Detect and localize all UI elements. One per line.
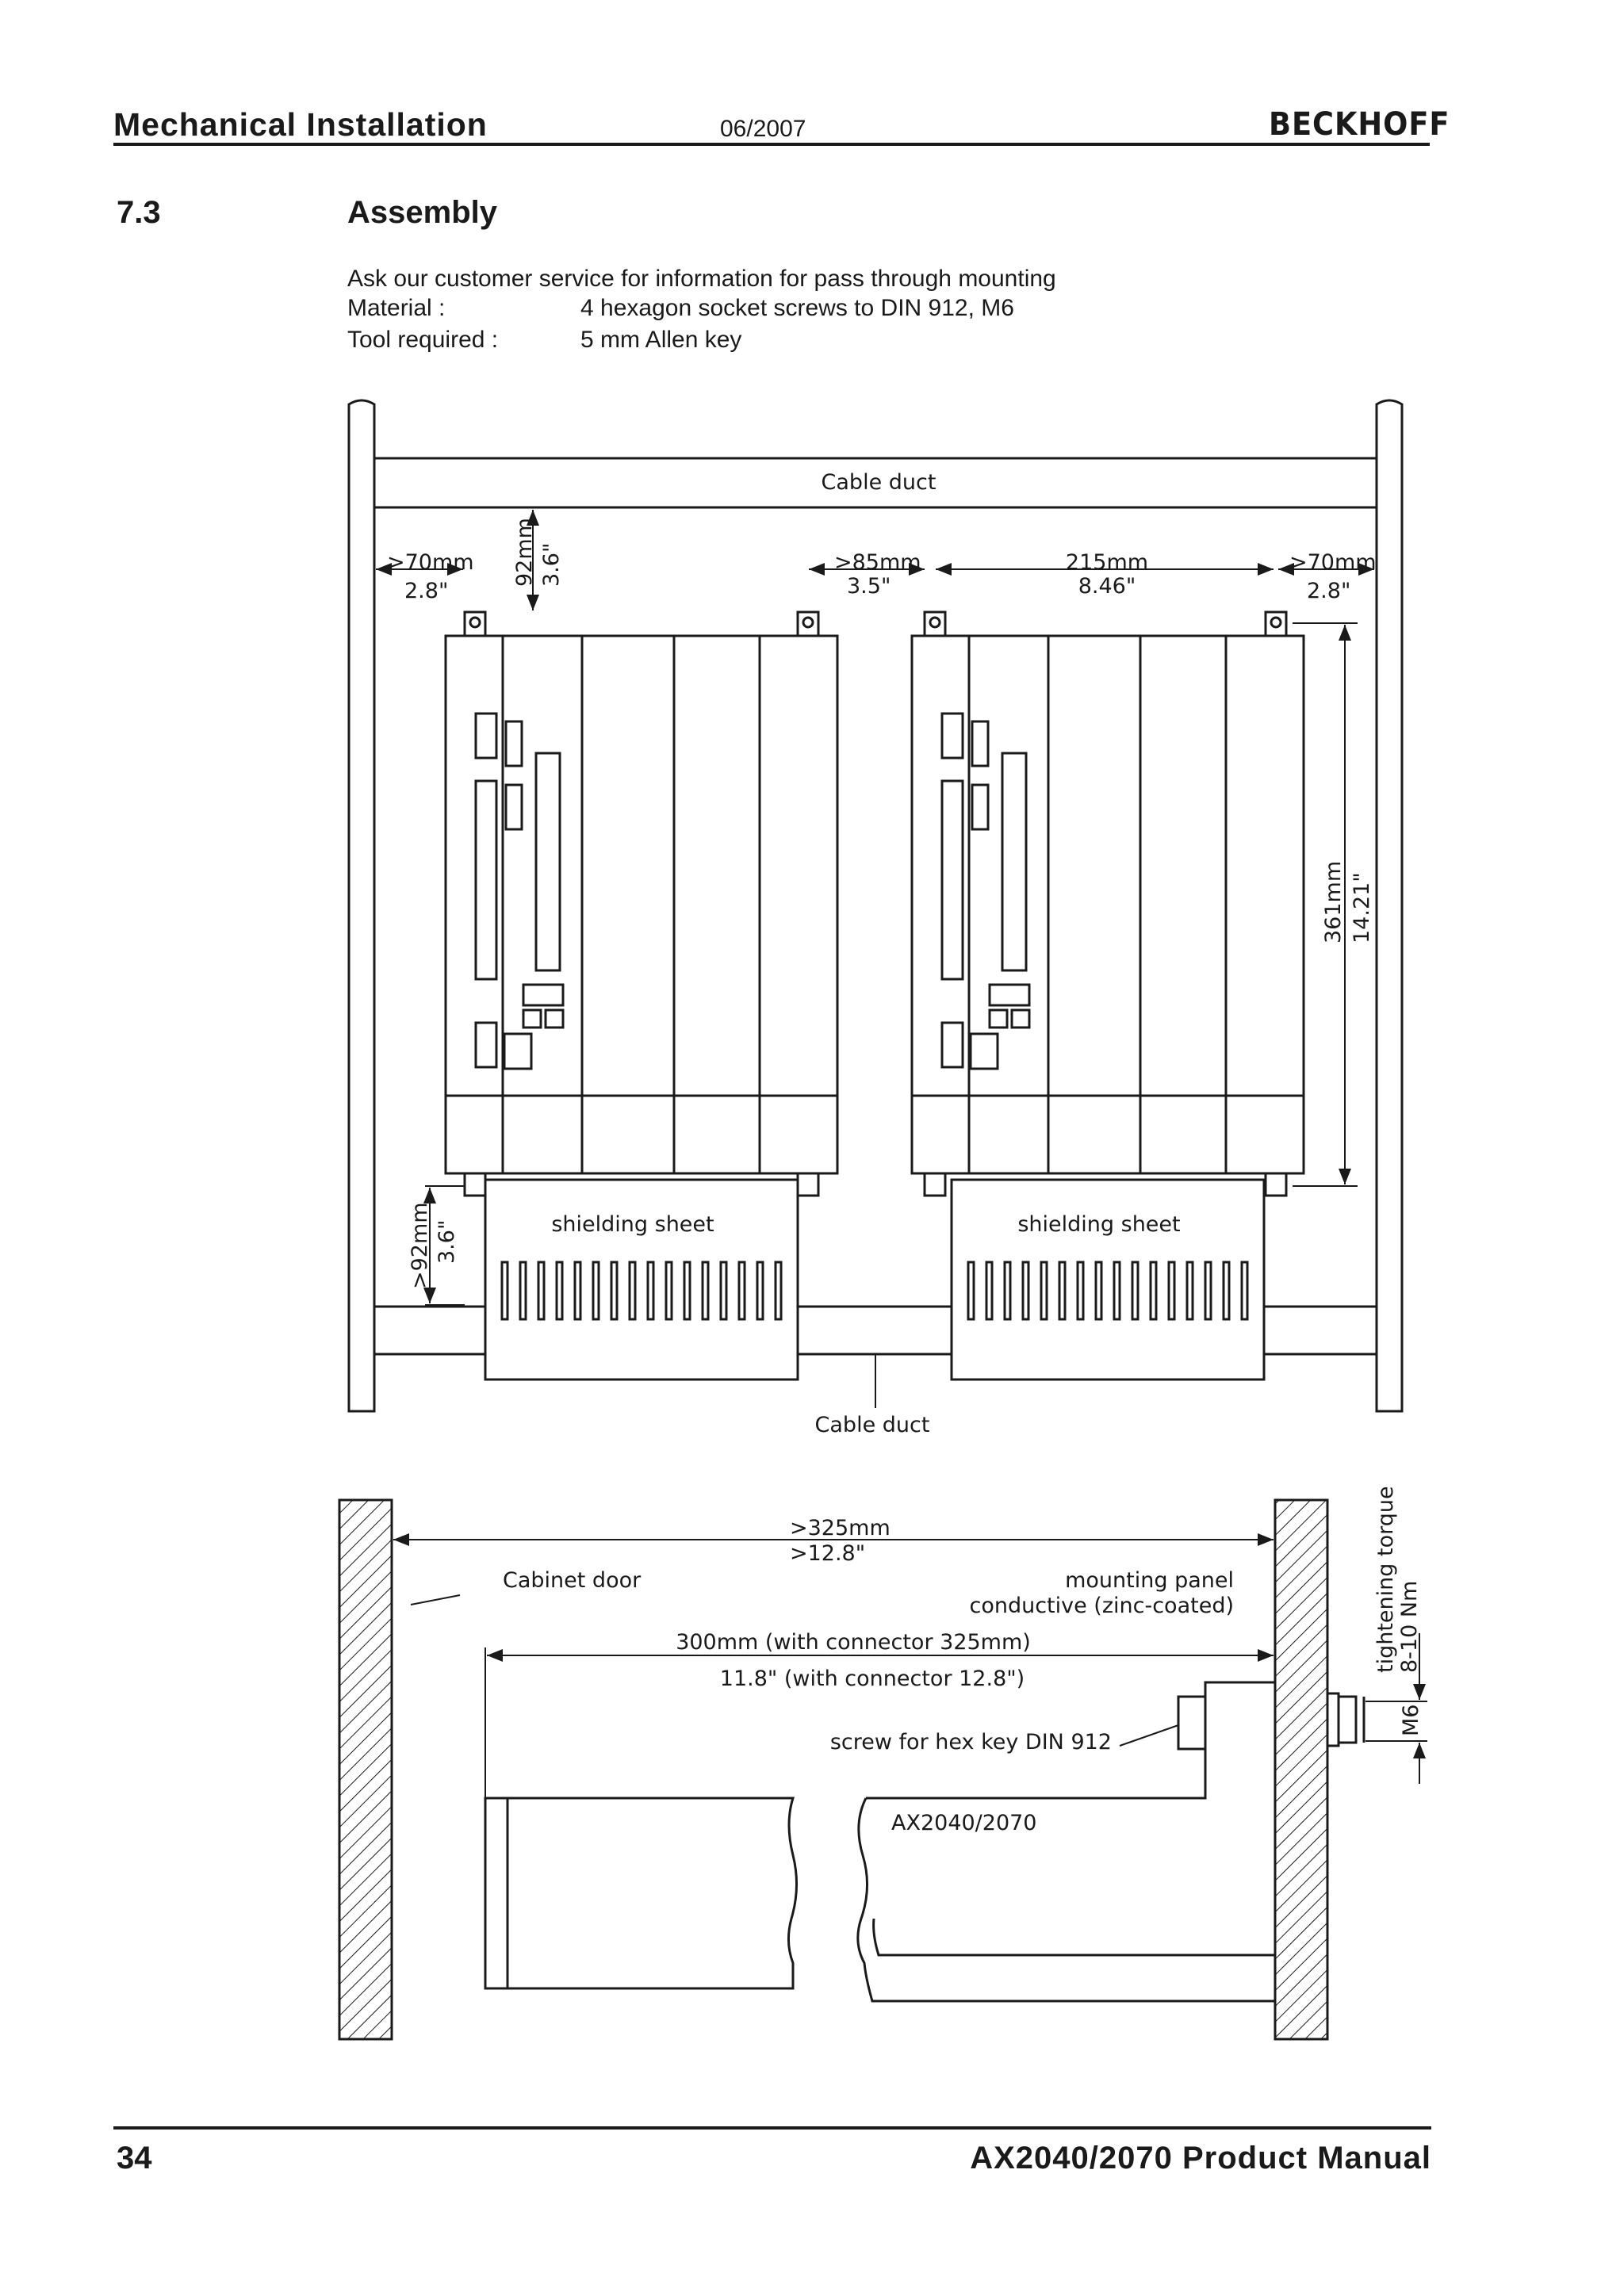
model-label: AX2040/2070 [891,1811,1037,1835]
conductive-label: conductive (zinc-coated) [969,1594,1234,1618]
tool-row: Tool required : 5 mm Allen key [347,327,741,354]
shielding-sheet-left-label: shielding sheet [551,1212,714,1237]
intro-text: Ask our customer service for information… [347,266,1056,292]
dim-door-mm: >325mm [790,1516,891,1540]
top-cable-duct [373,457,1378,509]
tool-label: Tool required : [347,327,499,353]
amplifier-module-left [444,610,839,1381]
right-rail [1375,399,1404,1413]
thread-label: M6 [1399,1705,1423,1736]
section-number: 7.3 [117,195,161,230]
section-title: Assembly [347,195,497,230]
dim-left-in: 2.8" [404,579,448,603]
amplifier-front-part [484,1797,798,1990]
material-row: Material : 4 hexagon socket screws to DI… [347,295,1014,322]
cabinet-door-label: Cabinet door [503,1568,642,1593]
torque-label: tightening torque [1373,1486,1398,1673]
dim-gap-mm: >85mm [834,550,921,575]
dim-bottom-mm: >92mm [408,1202,432,1289]
cabinet-door [338,1498,393,2041]
material-label: Material : [347,295,446,321]
side-view-diagram [338,1498,1427,2041]
dim-right-mm: >70mm [1289,550,1377,575]
amplifier-module-right [910,610,1305,1381]
vent-slots-left [500,1261,783,1321]
footer-title: AX2040/2070 Product Manual [970,2141,1431,2175]
mounting-panel-label: mounting panel [1065,1568,1234,1593]
mounting-panel [1274,1498,1329,2041]
left-rail [347,399,376,1413]
cable-duct-top-label: Cable duct [822,470,936,495]
dim-height-in: 14.21" [1350,872,1374,943]
dim-gap-in: 3.5" [847,574,891,599]
dim-height-mm: 361mm [1321,861,1346,943]
shielding-sheet-right-label: shielding sheet [1017,1212,1180,1237]
depth-in-label: 11.8" (with connector 12.8") [720,1667,1025,1691]
screw-label: screw for hex key DIN 912 [830,1730,1112,1755]
torque-value: 8-10 Nm [1397,1581,1422,1673]
page-number: 34 [117,2141,152,2175]
depth-mm-label: 300mm (with connector 325mm) [676,1630,1031,1655]
beckhoff-logo: BECKHOFF [1269,106,1450,143]
cable-duct-bottom-label: Cable duct [815,1413,930,1437]
dim-top-mm: 92mm [512,518,537,587]
tool-value: 5 mm Allen key [580,327,742,353]
vent-slots-right [967,1261,1249,1321]
material-value: 4 hexagon socket screws to DIN 912, M6 [580,295,1014,321]
front-view-diagram [347,399,1404,1413]
running-header-date: 06/2007 [720,116,806,142]
dim-width-mm: 215mm [1066,550,1148,575]
running-header-title: Mechanical Installation [113,106,488,143]
dim-left-mm: >70mm [387,550,474,575]
dim-width-in: 8.46" [1078,574,1136,599]
dim-door-in: >12.8" [790,1541,865,1566]
footer-rule [113,2126,1431,2130]
header-rule [113,143,1430,146]
dim-right-in: 2.8" [1307,579,1350,603]
dim-bottom-in: 3.6" [435,1220,459,1264]
dim-top-in: 3.6" [539,543,564,587]
